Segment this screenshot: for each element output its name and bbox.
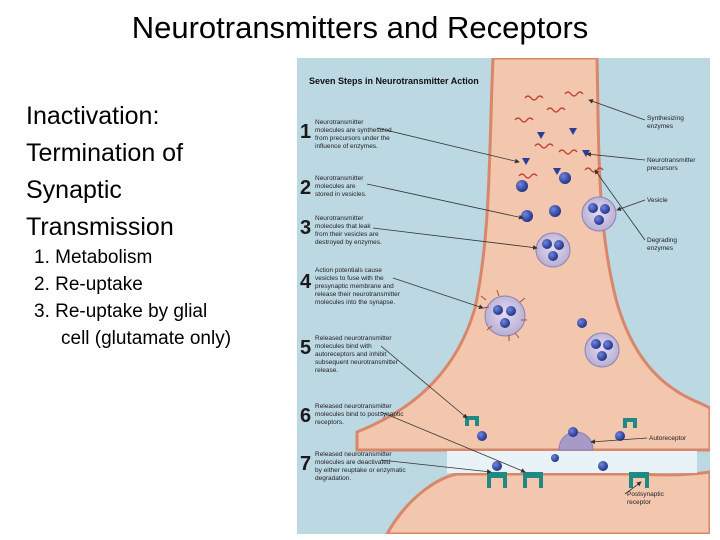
vesicle: [584, 332, 620, 368]
precursor-icon: [537, 132, 545, 139]
svg-text:3: 3: [300, 217, 311, 239]
enzyme-icon: [584, 167, 604, 173]
neurotransmitter-figure: Seven Steps in Neurotransmitter Action: [297, 58, 710, 534]
postsynaptic-cell: [385, 470, 710, 534]
list-item-text: 1. Metabolism: [34, 247, 153, 268]
leader-lines: [366, 99, 648, 495]
svg-text:5: 5: [300, 337, 311, 359]
inactivation-list: 1. Metabolism 2. Re‐uptake 3. Re-uptake …: [34, 244, 304, 352]
enzyme-group: [514, 91, 604, 179]
enzyme-icon: [514, 117, 534, 123]
neurotransmitter-molecule: [521, 210, 533, 222]
label-vesicle: Vesicle: [647, 197, 668, 204]
enzyme-icon: [518, 173, 538, 179]
svg-text:1: 1: [300, 121, 311, 143]
neurotransmitter-molecule: [559, 172, 571, 184]
vesicle: [581, 196, 617, 232]
enzyme-icon: [558, 149, 578, 155]
list-item: 3. Re-uptake by glial cell (glutamate onl…: [34, 298, 304, 352]
svg-text:4: 4: [300, 271, 312, 293]
cleft-molecules: [477, 427, 625, 471]
neurotransmitter-molecule: [577, 318, 587, 328]
autoreceptor: [558, 431, 594, 451]
svg-text:7: 7: [300, 453, 311, 475]
enzyme-icon: [534, 143, 554, 149]
label-autoreceptor: Autoreceptor: [649, 435, 687, 442]
heading-line: Synaptic: [26, 176, 122, 204]
precursor-icon: [569, 128, 577, 135]
svg-text:2: 2: [300, 177, 311, 199]
slide-title: Neurotransmitters and Receptors: [131, 10, 589, 45]
fusing-vesicle: [480, 289, 527, 341]
list-item-text: 2. Re‐uptake: [34, 274, 143, 295]
figure-title: Seven Steps in Neurotransmitter Action: [309, 76, 479, 86]
precursor-group: [522, 128, 590, 175]
list-item: 1. Metabolism: [34, 244, 304, 271]
neurotransmitter-molecule: [516, 180, 528, 192]
enzyme-icon: [564, 91, 584, 97]
heading-line: Transmission: [26, 213, 174, 241]
inactivation-heading: Inactivation: Termination of Synaptic Tr…: [26, 98, 296, 246]
presynaptic-terminal: [355, 58, 710, 452]
list-item-continuation: cell (glutamate only): [61, 328, 232, 349]
molecule-group: [516, 172, 571, 222]
postsynaptic-receptor: [465, 416, 649, 488]
list-item-text: 3. Re-uptake by glial: [34, 301, 208, 322]
heading-line: Inactivation:: [26, 102, 160, 130]
precursor-icon: [522, 158, 530, 165]
precursor-icon: [582, 150, 590, 157]
list-item: 2. Re‐uptake: [34, 271, 304, 298]
neurotransmitter-molecule: [549, 205, 561, 217]
heading-line: Termination of: [26, 139, 184, 167]
precursor-icon: [553, 168, 561, 175]
synaptic-cleft: [447, 451, 697, 473]
enzyme-icon: [546, 107, 566, 113]
enzyme-icon: [524, 95, 544, 101]
svg-text:6: 6: [300, 405, 311, 427]
vesicle: [535, 232, 571, 268]
